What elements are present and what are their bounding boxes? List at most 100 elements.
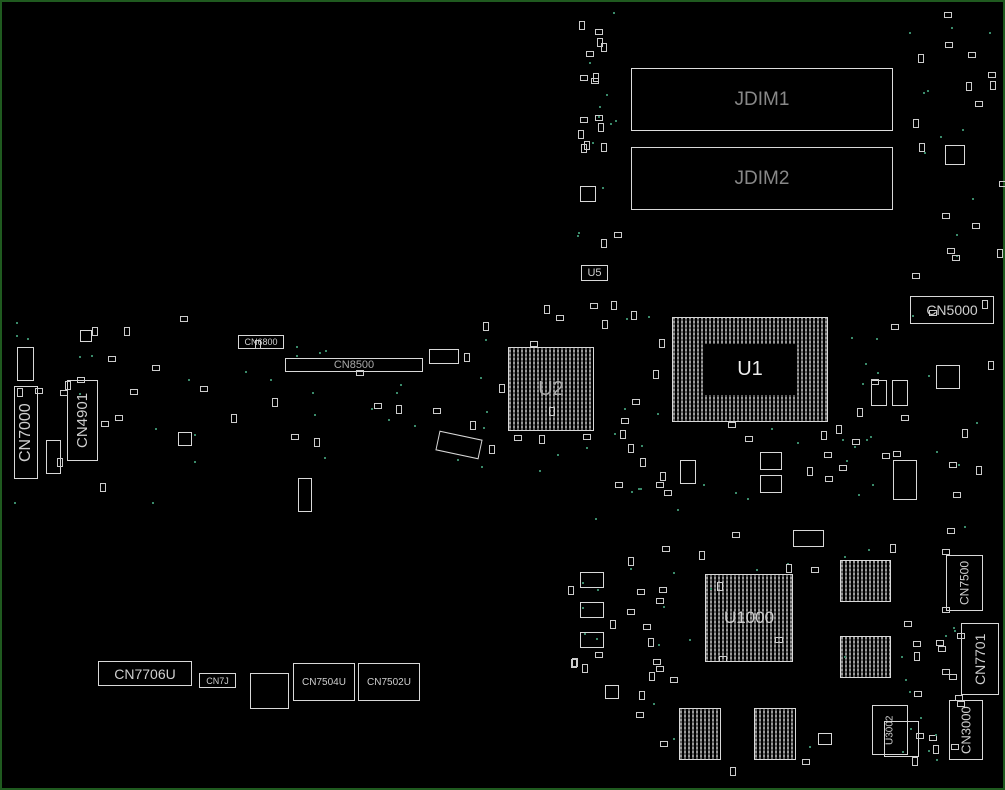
memory-chip[interactable] xyxy=(840,560,891,602)
passive-component xyxy=(591,78,600,85)
ic-package[interactable] xyxy=(680,460,696,484)
passive-component xyxy=(614,481,623,488)
passive-component xyxy=(600,239,607,249)
test-point xyxy=(480,466,483,469)
passive-component xyxy=(637,588,645,595)
passive-component xyxy=(957,701,966,708)
passive-component xyxy=(775,637,784,644)
component-cn7000[interactable]: CN7000 xyxy=(14,386,38,479)
component-u1[interactable]: U1 xyxy=(672,317,828,422)
ic-package[interactable] xyxy=(80,330,92,342)
component-cn8500[interactable]: CN8500 xyxy=(285,358,423,372)
component-u2[interactable]: U2 xyxy=(508,347,594,431)
component-cn7706u[interactable]: CN7706U xyxy=(98,661,192,686)
passive-component xyxy=(996,249,1003,259)
test-point xyxy=(940,136,943,139)
test-point xyxy=(639,488,642,491)
passive-component xyxy=(652,659,661,666)
test-point xyxy=(862,382,865,385)
ic-package[interactable] xyxy=(936,365,960,389)
test-point xyxy=(597,588,600,591)
passive-component xyxy=(664,490,673,497)
ic-package[interactable] xyxy=(605,685,619,699)
passive-component xyxy=(601,42,608,52)
test-point xyxy=(924,152,926,155)
ic-package[interactable] xyxy=(250,673,289,709)
component-cn7j[interactable]: CN7J xyxy=(199,673,236,688)
test-point xyxy=(151,502,154,505)
passive-component xyxy=(912,757,919,767)
component-u5[interactable]: U5 xyxy=(581,265,608,281)
memory-chip[interactable] xyxy=(754,708,796,760)
ic-package[interactable] xyxy=(818,733,832,745)
test-point xyxy=(689,639,692,642)
passive-component xyxy=(628,557,635,567)
ic-package[interactable] xyxy=(580,632,604,648)
connector[interactable] xyxy=(46,440,61,474)
ic-package[interactable] xyxy=(580,186,596,202)
test-point xyxy=(295,346,298,349)
passive-component xyxy=(589,302,598,309)
passive-component xyxy=(568,586,575,596)
passive-component xyxy=(432,408,441,415)
passive-component xyxy=(982,300,989,310)
passive-component xyxy=(941,669,950,675)
component-jdim1[interactable]: JDIM1 xyxy=(631,68,893,131)
ic-package[interactable] xyxy=(178,432,192,446)
memory-chip[interactable] xyxy=(840,636,891,678)
ic-package[interactable] xyxy=(793,530,824,547)
passive-component xyxy=(929,309,938,316)
passive-component xyxy=(17,387,24,397)
test-point xyxy=(591,142,594,145)
component-cn3000[interactable]: CN3000 xyxy=(949,700,983,760)
component-cn7500[interactable]: CN7500 xyxy=(946,555,983,611)
passive-component xyxy=(658,587,667,594)
passive-component xyxy=(199,386,208,393)
passive-component xyxy=(987,360,994,370)
component-u1000[interactable]: U1000 xyxy=(705,574,793,662)
test-point xyxy=(922,92,925,95)
passive-component xyxy=(595,652,604,659)
ic-package[interactable] xyxy=(580,572,604,588)
test-point xyxy=(908,32,911,35)
component-cn7701[interactable]: CN7701 xyxy=(961,623,999,695)
memory-chip[interactable] xyxy=(679,708,721,760)
component-cn4901[interactable]: CN4901 xyxy=(67,380,98,461)
test-point xyxy=(870,435,873,438)
test-point xyxy=(673,572,676,574)
test-point xyxy=(735,491,738,494)
component-cn7502u[interactable]: CN7502U xyxy=(358,663,420,701)
test-point xyxy=(630,490,633,493)
ic-package[interactable] xyxy=(945,145,965,165)
ic-package[interactable] xyxy=(760,475,782,493)
component-jdim2[interactable]: JDIM2 xyxy=(631,147,893,210)
passive-component xyxy=(965,82,972,92)
component-cn7504u[interactable]: CN7504U xyxy=(293,663,355,701)
passive-component xyxy=(595,28,604,35)
ic-package[interactable] xyxy=(760,452,782,470)
ic-package[interactable] xyxy=(892,380,908,406)
passive-component xyxy=(913,640,922,647)
passive-component xyxy=(586,50,595,57)
connector[interactable] xyxy=(17,347,34,381)
test-point xyxy=(637,487,640,490)
connector[interactable] xyxy=(429,349,459,364)
passive-component xyxy=(893,451,902,458)
ic-package[interactable] xyxy=(298,478,312,512)
test-point xyxy=(926,89,929,92)
test-point xyxy=(14,501,17,504)
component-label: CN3000 xyxy=(958,706,974,754)
test-point xyxy=(595,637,598,640)
ic-package[interactable] xyxy=(580,602,604,618)
test-point xyxy=(370,408,373,411)
test-point xyxy=(905,678,908,681)
test-point xyxy=(962,128,965,131)
test-point xyxy=(972,198,975,201)
passive-component xyxy=(839,464,848,471)
passive-component xyxy=(649,672,656,682)
test-point xyxy=(400,384,403,387)
component-cn5000[interactable]: CN5000 xyxy=(910,296,994,324)
ic-package[interactable] xyxy=(893,460,917,500)
test-point xyxy=(15,322,18,325)
